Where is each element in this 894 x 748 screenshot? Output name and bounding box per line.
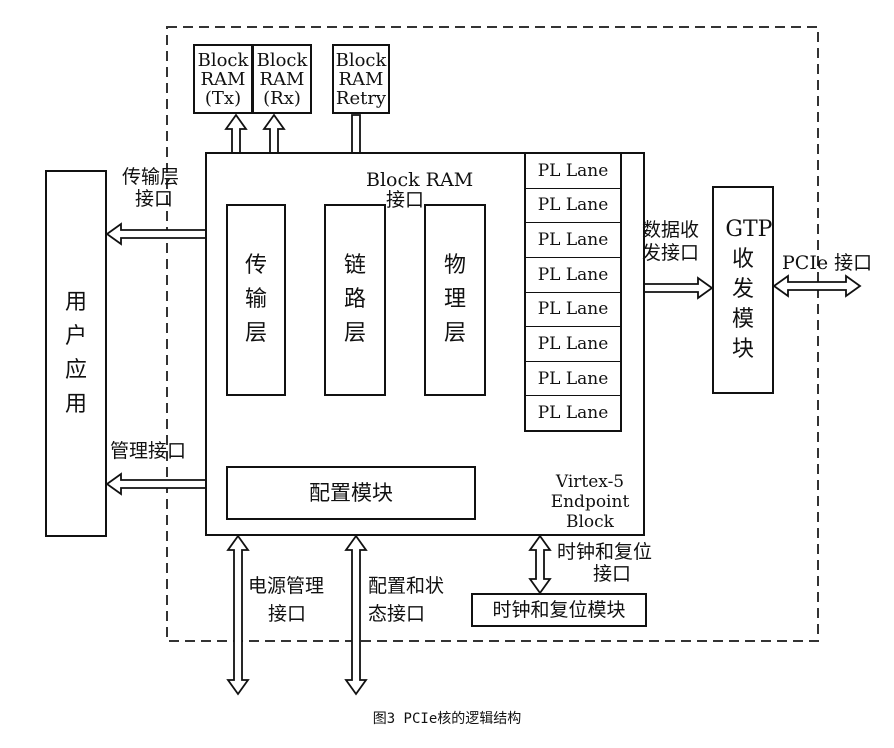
transport-if-label-1: 传输层: [122, 166, 180, 188]
gtp-transceiver-block: GTP收发模块: [712, 186, 774, 394]
block-ram-rx: Block RAM (Rx): [252, 44, 312, 114]
clock-reset-module-block: 时钟和复位模块: [471, 593, 647, 627]
data-if-label-2: 发接口: [642, 242, 700, 264]
pl-lane: PL Lane: [526, 258, 620, 293]
blockram-if-label-2: 接口: [386, 189, 425, 211]
physical-layer-block: 物理层: [424, 204, 486, 396]
endpoint-label: Virtex-5 Endpoint Block: [550, 472, 630, 532]
pl-lane-stack: PL Lane PL Lane PL Lane PL Lane PL Lane …: [524, 152, 622, 432]
gtp-label: GTP收发模块: [725, 217, 773, 362]
pl-lane: PL Lane: [537, 403, 609, 424]
pl-lane: PL Lane: [526, 327, 620, 362]
data-if-label-1: 数据收: [642, 219, 700, 241]
link-layer-block: 链路层: [324, 204, 386, 396]
user-app-label: 用户应用: [64, 289, 87, 417]
clock-reset-if-label-1: 时钟和复位: [557, 541, 653, 563]
config-status-arrow: [344, 534, 368, 696]
clock-reset-module-label: 时钟和复位模块: [492, 599, 626, 621]
pl-lane: PL Lane: [526, 223, 620, 258]
pcie-interface-arrow: [772, 274, 862, 298]
power-if-label-2: 接口: [268, 603, 307, 625]
power-management-arrow: [226, 534, 250, 696]
user-app-block: 用户应用: [45, 170, 107, 537]
power-if-label-1: 电源管理: [248, 575, 325, 597]
pl-lane: PL Lane: [526, 293, 620, 328]
transport-layer-label: 传输层: [244, 253, 267, 346]
config-module-block: 配置模块: [226, 466, 476, 520]
core-boundary-dashed: [166, 26, 819, 642]
pl-lane: PL Lane: [526, 189, 620, 224]
figure-caption: 图3 PCIe核的逻辑结构: [372, 711, 522, 727]
link-layer-label: 链路层: [343, 253, 366, 346]
block-ram-retry: Block RAM Retry: [332, 44, 390, 114]
block-ram-tx: Block RAM (Tx): [193, 44, 253, 114]
mgmt-if-label: 管理接口: [110, 440, 187, 462]
transport-if-label-2: 接口: [135, 188, 174, 210]
pl-lane: PL Lane: [526, 362, 620, 397]
pl-lane: PL Lane: [526, 154, 620, 189]
clock-reset-arrow: [528, 534, 552, 595]
clock-reset-if-label-2: 接口: [593, 563, 632, 585]
config-module-label: 配置模块: [309, 481, 393, 505]
config-status-if-label-2: 态接口: [368, 603, 426, 625]
config-status-if-label-1: 配置和状: [368, 575, 445, 597]
physical-layer-label: 物理层: [443, 253, 466, 346]
pcie-if-label: PCIe 接口: [782, 252, 873, 274]
blockram-if-label-1: Block RAM: [366, 169, 474, 191]
transport-layer-block: 传输层: [226, 204, 286, 396]
